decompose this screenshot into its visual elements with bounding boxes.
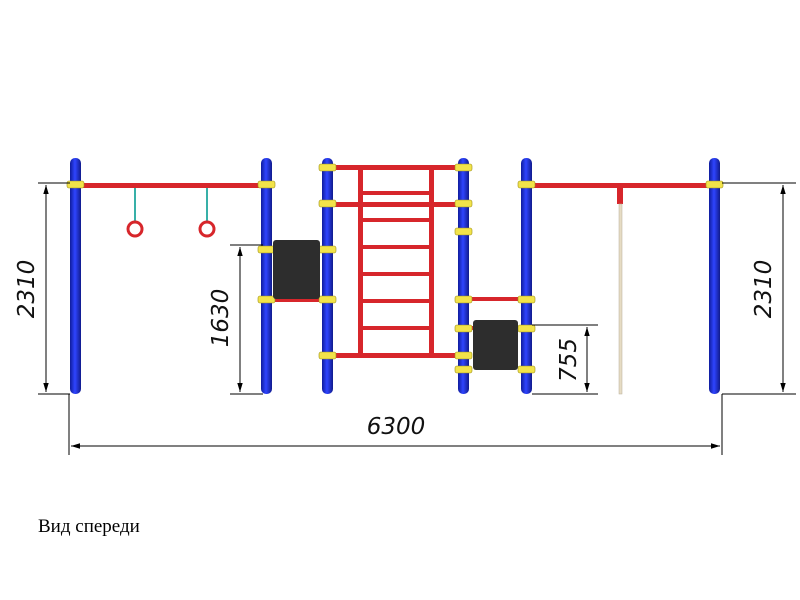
clamp: [318, 163, 337, 172]
ladder-rung: [360, 326, 432, 330]
clamp: [318, 245, 337, 254]
climbing-rope: [617, 186, 623, 395]
lower-back-panel: [473, 320, 518, 370]
ring: [198, 220, 216, 238]
clamps: [66, 163, 724, 374]
rings-top-bar: [74, 183, 268, 188]
rope-top-bar: [526, 183, 717, 188]
clamp: [517, 295, 536, 304]
top-bars: [74, 183, 717, 188]
clamp: [318, 199, 337, 208]
dimension-label-height-middle: 1630: [208, 289, 234, 348]
clamp: [705, 180, 724, 189]
ladder-second-rail: [328, 202, 465, 207]
clamp: [517, 180, 536, 189]
low-bar-upper: [464, 297, 526, 301]
dimension-label-height-right: 2310: [751, 260, 777, 319]
view-caption: Вид спереди: [38, 516, 140, 537]
ladder-rung: [360, 245, 432, 249]
clamp: [66, 180, 85, 189]
dimension-label-total-width: 6300: [367, 414, 426, 440]
ladder-rung: [360, 191, 432, 195]
clamp: [454, 365, 473, 374]
ladder-top-rail: [328, 165, 465, 170]
dimension-total-width: [68, 394, 723, 455]
ring: [126, 220, 144, 238]
clamp: [517, 324, 536, 333]
ladder-left-stile: [358, 166, 363, 356]
dimension-label-height-low: 755: [556, 338, 582, 382]
clamp: [454, 163, 473, 172]
clamp: [454, 199, 473, 208]
wall-ladder: [328, 165, 465, 358]
dimension-label-height-left: 2310: [14, 260, 40, 319]
back-panels: [273, 240, 518, 370]
gymnastic-rings: [126, 188, 216, 238]
dimension-height-right: [722, 182, 796, 395]
ladder-rung: [360, 299, 432, 303]
dimension-height-low: [532, 324, 598, 395]
dimension-height-middle: [230, 244, 263, 395]
clamp: [257, 245, 276, 254]
dimension-height-left: [38, 182, 70, 395]
upper-back-panel: [273, 240, 320, 299]
clamp: [454, 227, 473, 236]
clamp: [454, 324, 473, 333]
clamp: [517, 365, 536, 374]
clamp: [454, 295, 473, 304]
post: [322, 158, 333, 394]
post: [261, 158, 272, 394]
rope-hook: [617, 186, 623, 204]
post: [521, 158, 532, 394]
post: [458, 158, 469, 394]
post: [70, 158, 81, 394]
clamp: [454, 351, 473, 360]
ladder-bottom-rail: [328, 353, 465, 358]
clamp: [257, 180, 276, 189]
ladder-right-stile: [429, 166, 434, 356]
clamp: [318, 295, 337, 304]
ladder-rung: [360, 218, 432, 222]
clamp: [318, 351, 337, 360]
ladder-rung: [360, 272, 432, 276]
rope: [618, 203, 623, 395]
dip-rail: [266, 298, 328, 302]
posts: [70, 158, 720, 394]
post: [709, 158, 720, 394]
clamp: [257, 295, 276, 304]
